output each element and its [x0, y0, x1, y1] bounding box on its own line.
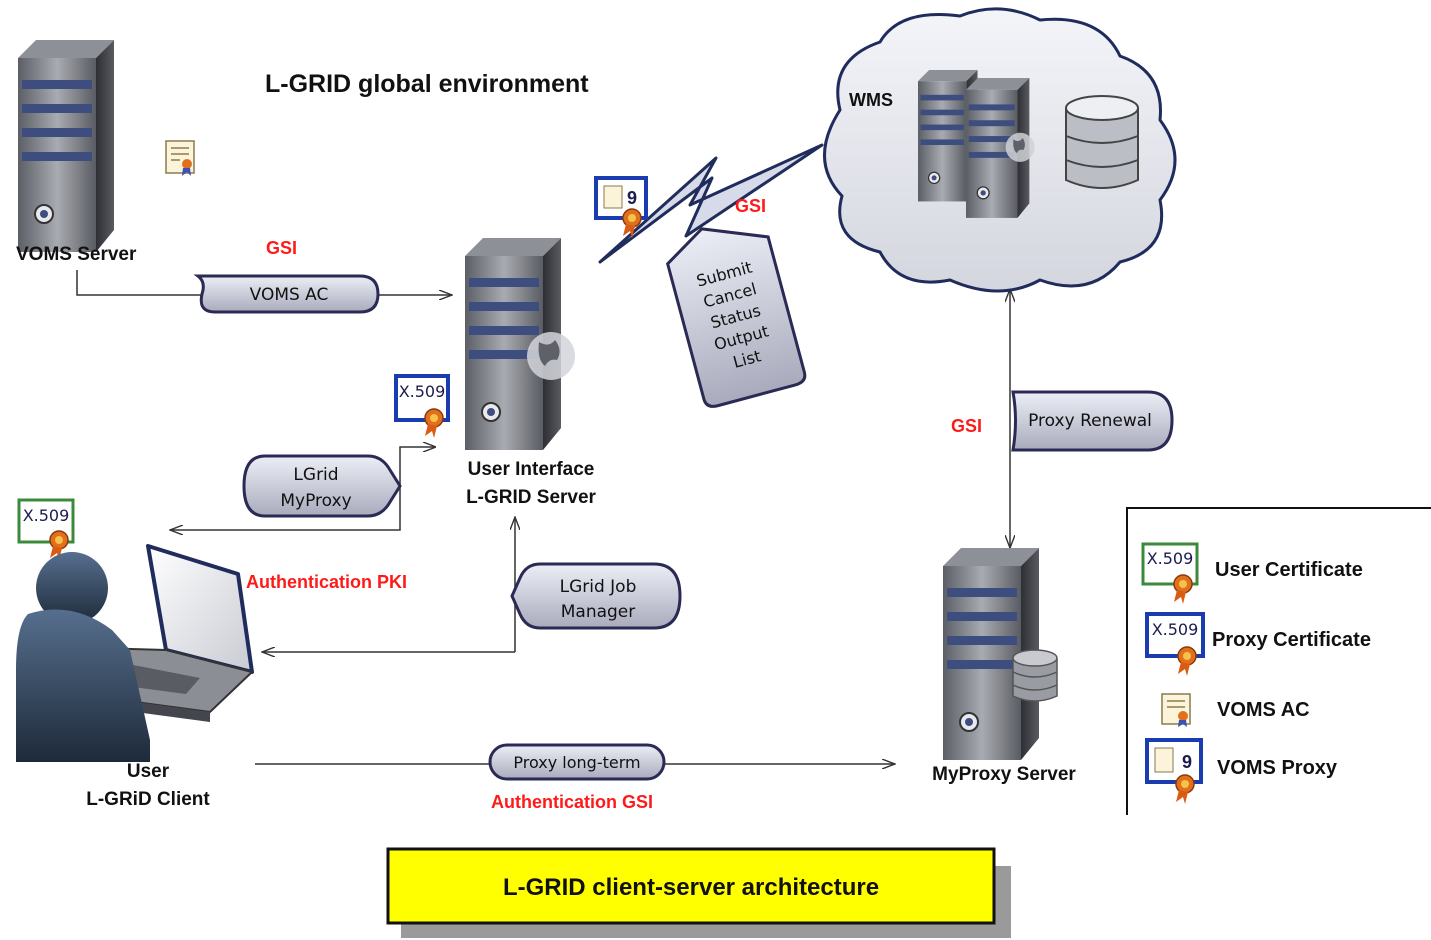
gsi-label-wms: GSI [735, 196, 766, 216]
legend: X.509 User Certificate X.509 Proxy Certi… [1126, 507, 1431, 815]
gsi-label-renewal: GSI [951, 416, 982, 436]
proxy-long-term-pill: Proxy long-term [488, 743, 666, 781]
legend-proxy-certificate: Proxy Certificate [1212, 629, 1371, 651]
legend-voms-ac-icon [1161, 693, 1191, 727]
legend-user-cert-text: X.509 [1147, 549, 1194, 568]
wms-server-icon-2 [965, 77, 1035, 219]
user-person-icon [16, 552, 150, 762]
legend-voms-proxy: VOMS Proxy [1217, 757, 1338, 779]
legend-voms-proxy-icon: 9 [1145, 738, 1203, 805]
caption-box: L-GRID client-server architecture [386, 847, 1011, 938]
caption-text: L-GRID client-server architecture [503, 874, 879, 901]
user-certificate-icon: X.509 [17, 498, 75, 561]
legend-proxy-certificate-icon: X.509 [1145, 612, 1205, 677]
svg-text:9: 9 [627, 188, 637, 208]
auth-gsi-label: Authentication GSI [491, 792, 653, 812]
ui-server-label-line1: User Interface [468, 459, 595, 480]
proxy-long-term-label: Proxy long-term [513, 753, 640, 772]
voms-ac-icon [165, 140, 195, 176]
client-label-line2: L-GRiD Client [86, 789, 210, 810]
client-label-line1: User [127, 761, 170, 782]
auth-pki-label: Authentication PKI [246, 572, 407, 592]
ui-server-label-line2: L-GRID Server [466, 487, 596, 508]
wms-commands-tag: Submit Cancel Status Output List [665, 227, 807, 408]
wms-label: WMS [849, 90, 893, 110]
proxy-renewal-pill: Proxy Renewal [1011, 390, 1174, 452]
voms-ac-pill: VOMS AC [193, 274, 380, 314]
job-manager-label-line1: LGrid Job [560, 577, 637, 597]
voms-proxy-icon: 9 [594, 176, 648, 239]
wms-database-icon [1065, 95, 1139, 189]
voms-server-icon [17, 39, 115, 253]
voms-ac-pill-label: VOMS AC [250, 285, 329, 305]
legend-user-certificate: User Certificate [1215, 559, 1363, 581]
lgrid-myproxy-label-line2: MyProxy [280, 491, 351, 511]
legend-voms-ac: VOMS AC [1217, 699, 1310, 721]
legend-proxy-cert-text: X.509 [1152, 620, 1199, 639]
ui-server-icon [464, 237, 575, 451]
user-cert-text: X.509 [23, 506, 70, 525]
lgrid-myproxy-label-line1: LGrid [293, 465, 338, 485]
lgrid-myproxy-pill: LGrid MyProxy [242, 454, 402, 518]
svg-text:9: 9 [1182, 752, 1192, 772]
diagram-title: L-GRID global environment [265, 70, 589, 98]
myproxy-server-icon [942, 547, 1058, 761]
voms-server-label: VOMS Server [16, 244, 137, 265]
job-manager-label-line2: Manager [561, 602, 636, 622]
myproxy-server-label: MyProxy Server [932, 764, 1076, 785]
proxy-renewal-label: Proxy Renewal [1028, 411, 1152, 431]
lgrid-job-manager-pill: LGrid Job Manager [510, 562, 682, 630]
gsi-lightning-bolt [598, 143, 824, 264]
gsi-label-voms: GSI [266, 238, 297, 258]
proxy-cert-text: X.509 [399, 382, 446, 401]
proxy-certificate-icon: X.509 [394, 374, 450, 439]
legend-user-certificate-icon: X.509 [1141, 542, 1199, 605]
